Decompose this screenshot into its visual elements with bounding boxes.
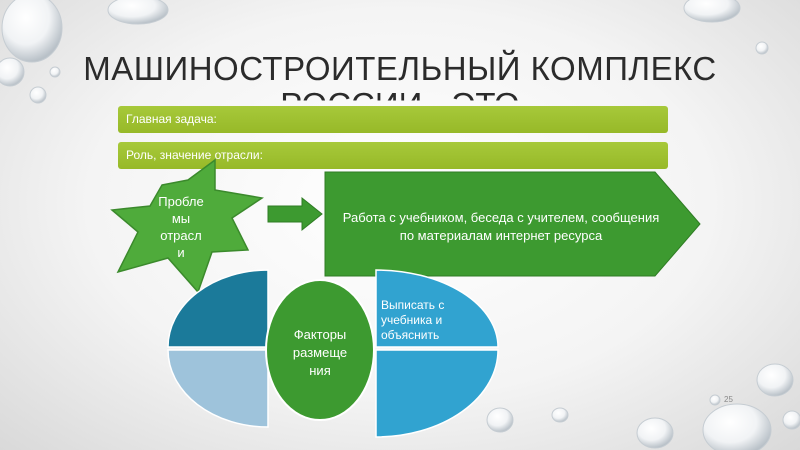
work-arrow-text: Работа с учебником, беседа с учителем, с… bbox=[342, 210, 660, 243]
main-task-bar: Главная задача: bbox=[118, 106, 668, 133]
quadrant-top-right bbox=[375, 269, 499, 348]
factors-oval-shape bbox=[265, 279, 375, 421]
small-arrow-shape bbox=[267, 196, 323, 232]
problems-star-shape bbox=[110, 158, 264, 294]
quadrant-bottom-right bbox=[375, 349, 499, 438]
work-arrow-shape bbox=[324, 171, 701, 277]
page-number: 25 bbox=[724, 395, 733, 404]
role-bar: Роль, значение отрасли: bbox=[118, 142, 668, 169]
slide-title: МАШИНОСТРОИТЕЛЬНЫЙ КОМПЛЕКС bbox=[83, 50, 717, 87]
slide-title-continued: РОССИИ - ЭТО bbox=[280, 86, 520, 123]
quadrant-bottom-left bbox=[167, 349, 269, 428]
quadrant-text: Выписать с учебника и объяснить bbox=[381, 298, 445, 342]
quadrant-top-left bbox=[167, 269, 269, 348]
